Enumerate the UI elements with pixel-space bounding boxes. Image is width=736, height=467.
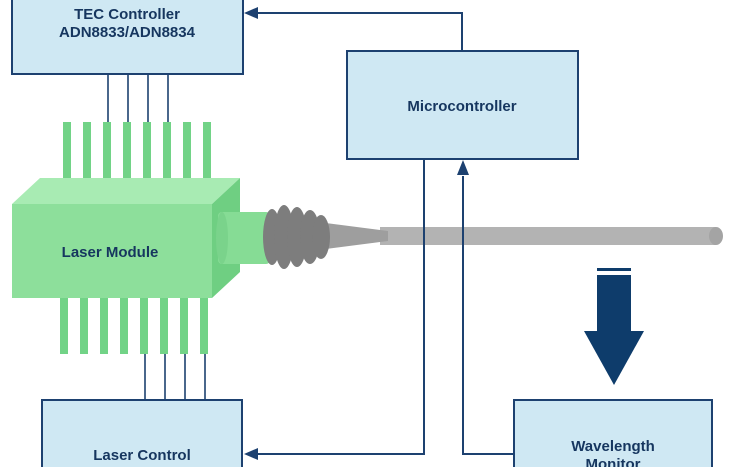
- laser-control-wires: [144, 354, 206, 400]
- tec-controller-block: TEC Controller ADN8833/ADN8834: [11, 0, 244, 75]
- fiber-taper: [318, 222, 388, 250]
- bottom-pin: [180, 296, 188, 354]
- laser-control-label: Laser Control: [93, 447, 191, 464]
- bottom-pin: [80, 296, 88, 354]
- laser-control-block: Laser Control: [41, 399, 243, 467]
- fiber-end: [709, 227, 723, 245]
- laser-module: [12, 178, 270, 298]
- laser-module-bottom-pins: [60, 296, 208, 354]
- bottom-pin: [120, 296, 128, 354]
- micro-to-tec-line: [256, 12, 463, 51]
- laser-control-box: [41, 399, 243, 467]
- optical-fiber: [318, 222, 723, 250]
- microcontroller-box: [346, 50, 579, 160]
- wavelength-to-micro-line: [462, 176, 514, 455]
- laser-module-label: Laser Module: [62, 244, 159, 261]
- top-pin: [203, 122, 211, 190]
- top-pin: [183, 122, 191, 190]
- tec-wires: [107, 74, 169, 122]
- arrowhead-to-laser-control: [244, 448, 258, 460]
- wavelength-monitor-box: [513, 399, 713, 467]
- microcontroller-block: Microcontroller: [346, 50, 579, 160]
- bottom-pin: [100, 296, 108, 354]
- connector-rib: [312, 215, 330, 259]
- tec-controller-part-number: ADN8833/ADN8834: [59, 24, 196, 41]
- fiber-connector: [263, 205, 330, 269]
- laser-module-nose-rim: [216, 212, 228, 264]
- bottom-pin: [200, 296, 208, 354]
- fiber-cable: [380, 227, 716, 245]
- signal-connections: [256, 12, 514, 455]
- microcontroller-label: Microcontroller: [407, 98, 516, 115]
- arrowhead-to-microcontroller: [457, 160, 469, 175]
- laser-module-top-face: [12, 178, 240, 204]
- bottom-pin: [60, 296, 68, 354]
- arrowhead-to-tec: [244, 7, 258, 19]
- bottom-pin: [140, 296, 148, 354]
- top-pin: [63, 122, 71, 190]
- top-pin: [123, 122, 131, 190]
- top-pin: [163, 122, 171, 190]
- wavelength-monitor-subtitle: Monitor: [586, 456, 641, 467]
- laser-module-top-pins: [63, 122, 211, 190]
- tec-controller-title: TEC Controller: [74, 6, 180, 23]
- bottom-pin: [160, 296, 168, 354]
- top-pin: [83, 122, 91, 190]
- top-pin: [143, 122, 151, 190]
- wavelength-monitor-block: Wavelength Monitor: [513, 399, 713, 467]
- laser-module-nose: [218, 212, 270, 264]
- laser-module-front-face: [12, 204, 212, 298]
- wavelength-monitor-title: Wavelength: [571, 438, 655, 455]
- down-arrow-icon: [584, 268, 644, 385]
- top-pin: [103, 122, 111, 190]
- micro-to-laser-control-line: [256, 159, 425, 455]
- tec-controller-box: [11, 0, 244, 75]
